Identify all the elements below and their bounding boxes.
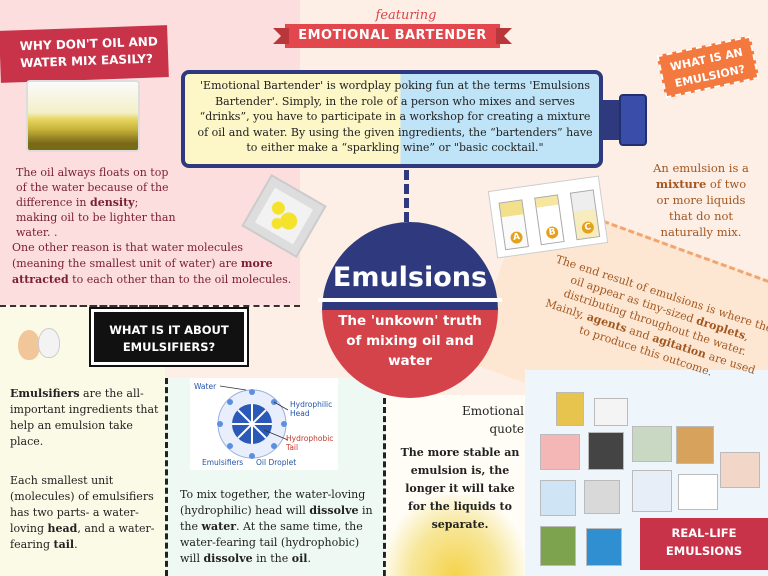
oil-density-text: The oil always floats on top of the wate… [16, 166, 176, 239]
divider [383, 398, 386, 576]
bottle-cap [619, 94, 647, 146]
real-life-image [720, 452, 760, 488]
label-water: Water [194, 382, 217, 391]
main-title: Emulsions [332, 262, 488, 293]
oil-glass-image [26, 80, 140, 152]
emulsion-question: WHAT IS AN EMULSION? [656, 35, 760, 99]
real-life-image [678, 474, 718, 510]
oil-water-question: WHY DON'T OIL AND WATER MIX EASILY? [0, 25, 169, 83]
bottle-graphic [181, 70, 603, 168]
label-emulsifiers: Emulsifiers [202, 458, 244, 467]
real-life-title: REAL-LIFE EMULSIONS [640, 518, 768, 570]
divider [0, 305, 300, 307]
title-underline [318, 298, 502, 302]
real-life-image [540, 526, 576, 566]
real-life-image [556, 392, 584, 426]
egg-characters-image [16, 326, 64, 362]
banner-title: EMOTIONAL BARTENDER [273, 24, 512, 48]
real-life-image [632, 426, 672, 462]
real-life-image [584, 480, 620, 514]
real-life-image [632, 470, 672, 512]
bartender-description: 'Emotional Bartender' is wordplay poking… [197, 79, 593, 154]
emulsifiers-parts: Each smallest unit (molecules) of emulsi… [10, 474, 155, 551]
real-life-image [676, 426, 714, 464]
emulsifiers-intro: Emulsifiers are the all-important ingred… [10, 387, 159, 448]
oil-attraction-text: One other reason is that water molecules… [12, 241, 292, 286]
main-subtitle: The 'unkown' truth of mixing oil and wat… [338, 313, 482, 369]
real-life-image [594, 398, 628, 426]
oil-droplet-graphic [217, 385, 289, 459]
divider [165, 378, 168, 576]
featuring-label: featuring [375, 8, 437, 23]
quote-text: The more stable an emulsion is, the long… [400, 446, 520, 531]
label-oil-droplet: Oil Droplet [256, 458, 297, 467]
quote-heading: Emotional quote [462, 404, 524, 436]
title-circle [322, 222, 498, 398]
real-life-image [586, 528, 622, 566]
connector [404, 170, 410, 222]
bottle-neck [603, 100, 621, 140]
emulsion-definition: An emulsion is a mixture of two or more … [653, 161, 749, 239]
real-life-image [540, 434, 580, 470]
splash-image [385, 495, 525, 576]
emulsifiers-question: WHAT IS IT ABOUT EMULSIFIERS? [89, 307, 249, 367]
real-life-image [540, 480, 576, 516]
real-life-image [588, 432, 624, 470]
mixing-text: To mix together, the water-loving (hydro… [180, 488, 373, 565]
